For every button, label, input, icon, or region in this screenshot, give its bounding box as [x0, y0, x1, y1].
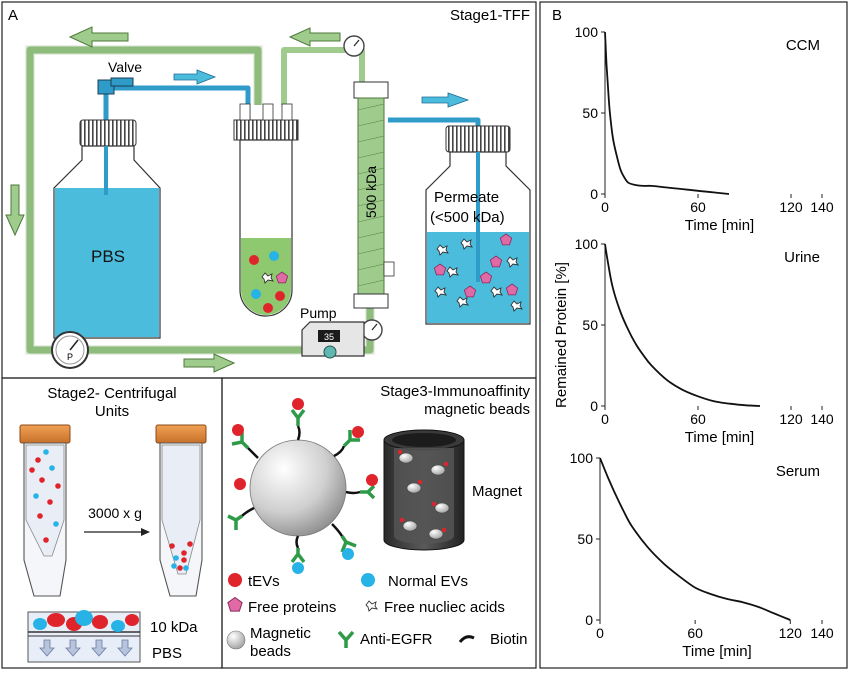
centrifuge-tube-after [155, 424, 207, 597]
permeate-bottle: Permeate (<500 kDa) [425, 125, 531, 325]
chart-1-ytick-0: 0 [590, 398, 598, 414]
chart-0-ytick-1: 50 [582, 105, 598, 121]
pbs-label: PBS [91, 247, 125, 266]
chart-0-xtick-1: 60 [690, 199, 706, 215]
chart-1-xlabel: Time [min] [685, 429, 754, 446]
legend-biotin: Biotin [490, 631, 528, 648]
panel-a-letter: A [8, 7, 18, 24]
flow-arrow-blue-permeate [421, 92, 470, 108]
chart-1-xtick-0: 0 [601, 411, 609, 427]
stage3-immunoaffinity: Stage3-Immunoaffinity magnetic beads [226, 383, 530, 660]
chart-2-xtick-2: 120 [779, 625, 803, 641]
magnet-cylinder: Magnet [383, 429, 523, 551]
chart-1-xtick-2: 120 [779, 411, 803, 427]
chart-0-xtick-0: 0 [601, 199, 609, 215]
panel-b-frame [539, 1, 848, 669]
flow-arrow-right-bottom [183, 353, 236, 373]
chart-1-ytick-2: 100 [575, 236, 599, 252]
permeate-label-line1: Permeate [434, 189, 499, 206]
legend: tEVs Normal EVs Free proteins Free nucli… [226, 573, 528, 660]
pump: 35 Pump [300, 305, 365, 359]
stage3-title-line2: magnetic beads [424, 401, 530, 418]
filter-label: 500 kDa [363, 166, 379, 218]
legend-biotin-swatch [458, 635, 475, 643]
stage2-title-line1: Stage2- Centrifugal [47, 385, 176, 402]
chart-2-ytick-2: 100 [570, 450, 594, 466]
legend-tevs-swatch [228, 573, 242, 587]
chart-0-ytick-2: 100 [575, 24, 599, 40]
chart-2-xtick-1: 60 [687, 625, 703, 641]
legend-magnetic-beads-line1: Magnetic [250, 625, 311, 642]
chart-0-xlabel: Time [min] [685, 217, 754, 234]
pressure-gauge-filter [361, 319, 383, 341]
legend-anti-egfr: Anti-EGFR [360, 631, 433, 648]
stage3-title-line1: Stage3-Immunoaffinity [380, 383, 530, 400]
green-loop-tube [26, 46, 374, 354]
valve-body [97, 79, 115, 95]
speed-label: 3000 x g [88, 505, 142, 521]
chart-0-xtick-2: 120 [779, 199, 803, 215]
panel-b-ylabel: Remained Protein [%] [553, 262, 570, 408]
pressure-gauge-main: P [51, 331, 89, 369]
chart-2-ytick-1: 50 [577, 531, 593, 547]
chart-0-label: CCM [786, 37, 820, 54]
stage2-centrifugal: Stage2- Centrifugal Units 3000 x g [19, 385, 207, 663]
chart-2-ytick-0: 0 [585, 612, 593, 628]
panel-b-letter: B [552, 7, 562, 24]
chart-0-series-line [604, 31, 730, 195]
chart-2-series-line [599, 457, 791, 621]
valve-label: Valve [108, 59, 142, 75]
flow-arrow-down [5, 184, 25, 237]
membrane-label: 10 kDa [150, 619, 198, 636]
stage2-title-line2: Units [95, 403, 129, 420]
legend-nucleic-swatch [365, 600, 378, 612]
flow-arrow-blue-valve [173, 69, 217, 85]
chart-1-series-line [604, 243, 761, 407]
chart-2-xtick-0: 0 [596, 625, 604, 641]
chart-0-xtick-3: 140 [810, 199, 834, 215]
legend-free-proteins: Free proteins [248, 599, 336, 616]
pump-display: 35 [324, 332, 334, 342]
green-return-tube [281, 47, 365, 105]
legend-tevs: tEVs [248, 573, 280, 590]
permeate-label-line2: (<500 kDa) [430, 209, 505, 226]
chart-1-label: Urine [784, 249, 820, 266]
pump-label: Pump [300, 305, 337, 321]
centrifuge-tube-before [19, 424, 71, 597]
legend-anti-egfr-swatch [337, 630, 355, 648]
chart-0-ytick-0: 0 [590, 186, 598, 202]
tff-system: Valve PBS [5, 26, 531, 373]
chart-2-label: Serum [776, 463, 820, 480]
chart-1-xtick-3: 140 [810, 411, 834, 427]
legend-normal-evs-swatch [361, 573, 375, 587]
membrane-schematic: 10 kDa PBS [27, 610, 198, 663]
legend-bead-swatch [226, 630, 246, 650]
chart-1-ytick-1: 50 [582, 317, 598, 333]
pbs-bottle: PBS [53, 119, 161, 339]
legend-normal-evs: Normal EVs [388, 573, 468, 590]
magnet-label: Magnet [472, 483, 523, 500]
filter-column: 500 kDa [353, 81, 395, 309]
pressure-gauge-top [343, 35, 365, 57]
legend-free-proteins-swatch [227, 597, 243, 612]
chart-1-xtick-1: 60 [690, 411, 706, 427]
gauge-letter: P [67, 352, 73, 362]
flow-arrow-left-right [288, 27, 341, 47]
legend-free-nucleic: Free nucliec acids [384, 599, 505, 616]
flow-arrow-left-top [68, 26, 129, 48]
chart-2-xtick-3: 140 [810, 625, 834, 641]
chart-2-xlabel: Time [min] [682, 643, 751, 660]
stage3-frame [221, 377, 537, 669]
sample-tube [233, 103, 299, 317]
stage2-pbs-label: PBS [152, 645, 182, 662]
legend-magnetic-beads-line2: beads [250, 643, 291, 660]
magnetic-bead-complex [227, 398, 378, 574]
stage1-title: Stage1-TFF [450, 7, 530, 24]
